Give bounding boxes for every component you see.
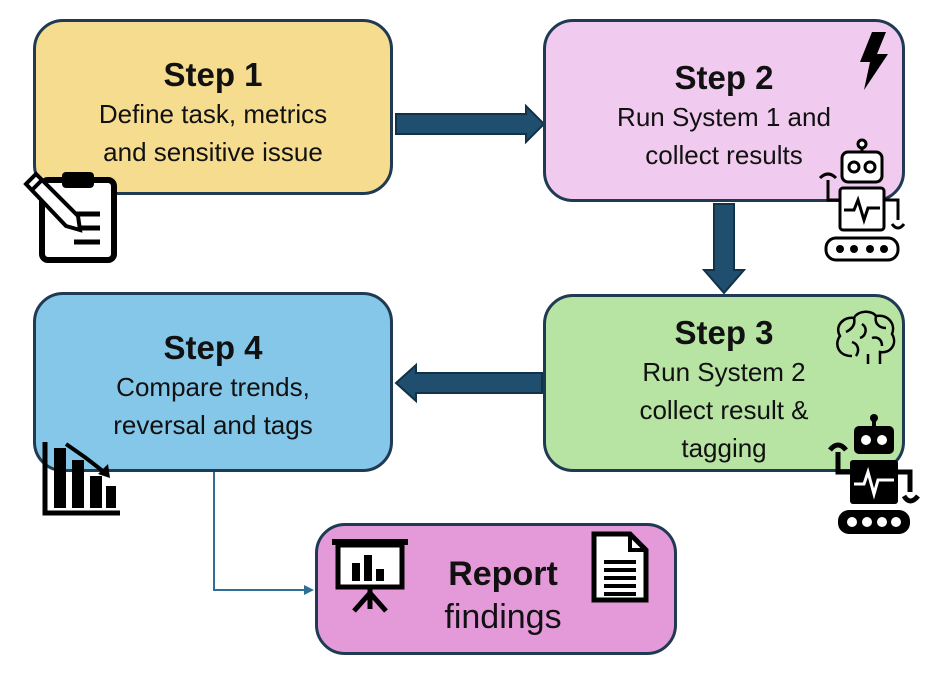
document-icon [591,531,649,603]
arrow-step1-to-step2 [395,103,546,145]
arrow-step2-to-step3 [701,203,747,295]
step-2-line-1: Run System 1 and [617,102,831,132]
step-2-line-2: collect results [645,140,803,170]
presentation-board-icon [332,539,408,613]
report-title: Report [448,555,558,593]
robot-icon [828,414,920,534]
step-4-line-2: reversal and tags [113,410,313,440]
connector-step4-to-report [213,472,314,595]
clipboard-icon [23,171,117,263]
step-1-box: Step 1 Define task, metrics and sensitiv… [33,19,393,195]
step-4-title: Step 4 [163,329,263,366]
step-3-line-3: tagging [681,433,767,463]
arrow-step3-to-step4 [394,362,543,404]
step-1-line-1: Define task, metrics [98,99,328,129]
step-4-line-1: Compare trends, [116,372,310,402]
brain-icon [836,310,896,364]
step-1-line-2: and sensitive issue [103,137,323,167]
step-3-title: Step 3 [674,314,774,351]
step-3-line-2: collect result & [639,395,809,425]
report-body: findings [444,598,562,636]
robot-icon [818,138,906,262]
step-3-line-1: Run System 2 [642,357,806,387]
step-3-box: Step 3 Run System 2 collect result & tag… [543,294,905,472]
step-2-title: Step 2 [674,59,774,96]
step-1-title: Step 1 [163,56,263,93]
step-4-box: Step 4 Compare trends, reversal and tags [33,292,393,472]
lightning-icon [860,32,888,90]
bar-chart-icon [42,442,120,516]
